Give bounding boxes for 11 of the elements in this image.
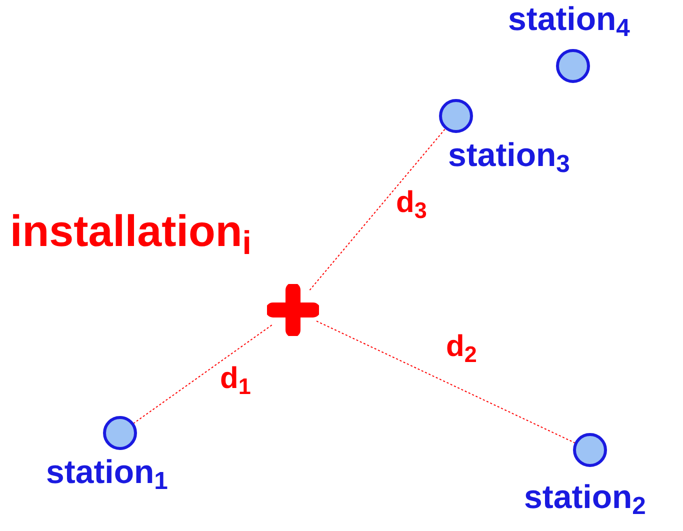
- station-label: station$_{4}$: [508, 2, 630, 35]
- distance-line: [309, 128, 446, 291]
- distance-label: d$_{3}$: [396, 188, 427, 218]
- cross-marker: [267, 284, 319, 336]
- station-label: station$_{1}$: [46, 455, 168, 488]
- station-label: station$_{2}$: [524, 480, 646, 513]
- installation-label: installation$_{i}$: [10, 210, 252, 254]
- station-label: station$_{3}$: [448, 138, 570, 171]
- distance-line: [133, 324, 272, 424]
- distance-label: d$_{1}$: [220, 364, 251, 394]
- distance-label: d$_{2}$: [446, 332, 477, 362]
